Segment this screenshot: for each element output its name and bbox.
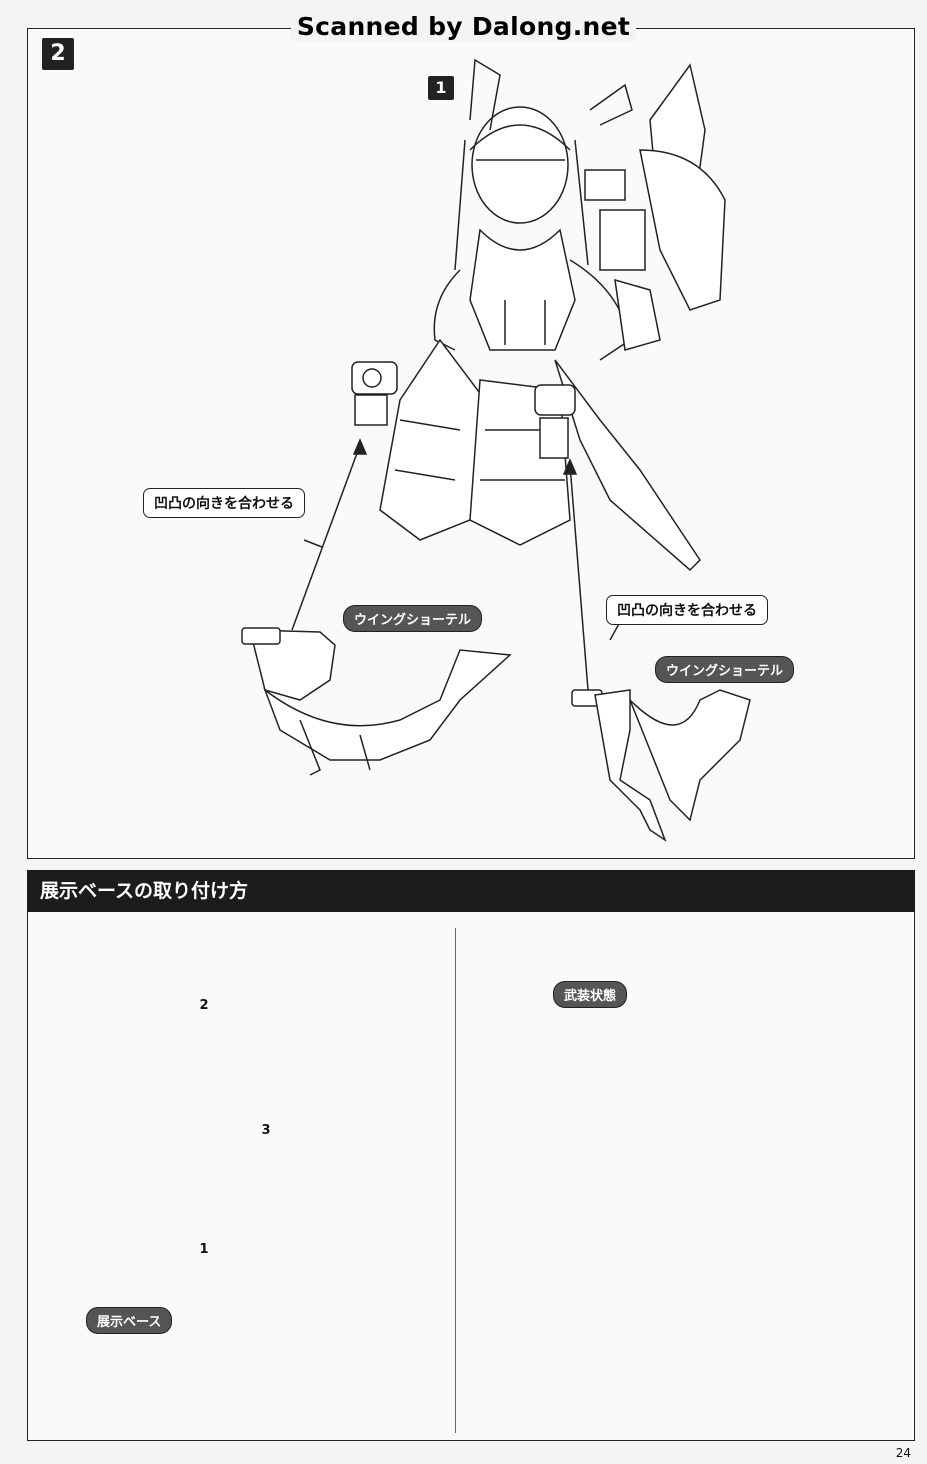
watermark: Scanned by Dalong.net — [0, 12, 927, 41]
section-title: 展示ベースの取り付け方 — [27, 870, 915, 912]
step-number-2: 2 — [199, 998, 209, 1013]
display-base-label: 展示ベース — [86, 1307, 173, 1334]
wing-shotel-label-left: ウイングショーテル — [343, 605, 483, 632]
page-number: 24 — [895, 1446, 911, 1460]
assembly-arrows — [291, 438, 621, 691]
display-base-panel — [27, 870, 915, 1441]
step-number-3: 3 — [261, 1123, 271, 1138]
wing-shotel-label-right: ウイングショーテル — [655, 656, 795, 683]
align-callout-right: 凹凸の向きを合わせる — [606, 595, 768, 625]
figure-lineart — [241, 58, 751, 842]
step-number-1: 1 — [199, 1242, 209, 1257]
align-callout-left: 凹凸の向きを合わせる — [143, 488, 305, 518]
panel-divider — [455, 928, 456, 1433]
step-2-badge: 2 — [42, 38, 74, 70]
armed-state-label: 武装状態 — [553, 981, 628, 1008]
step-1-badge: 1 — [428, 76, 454, 100]
